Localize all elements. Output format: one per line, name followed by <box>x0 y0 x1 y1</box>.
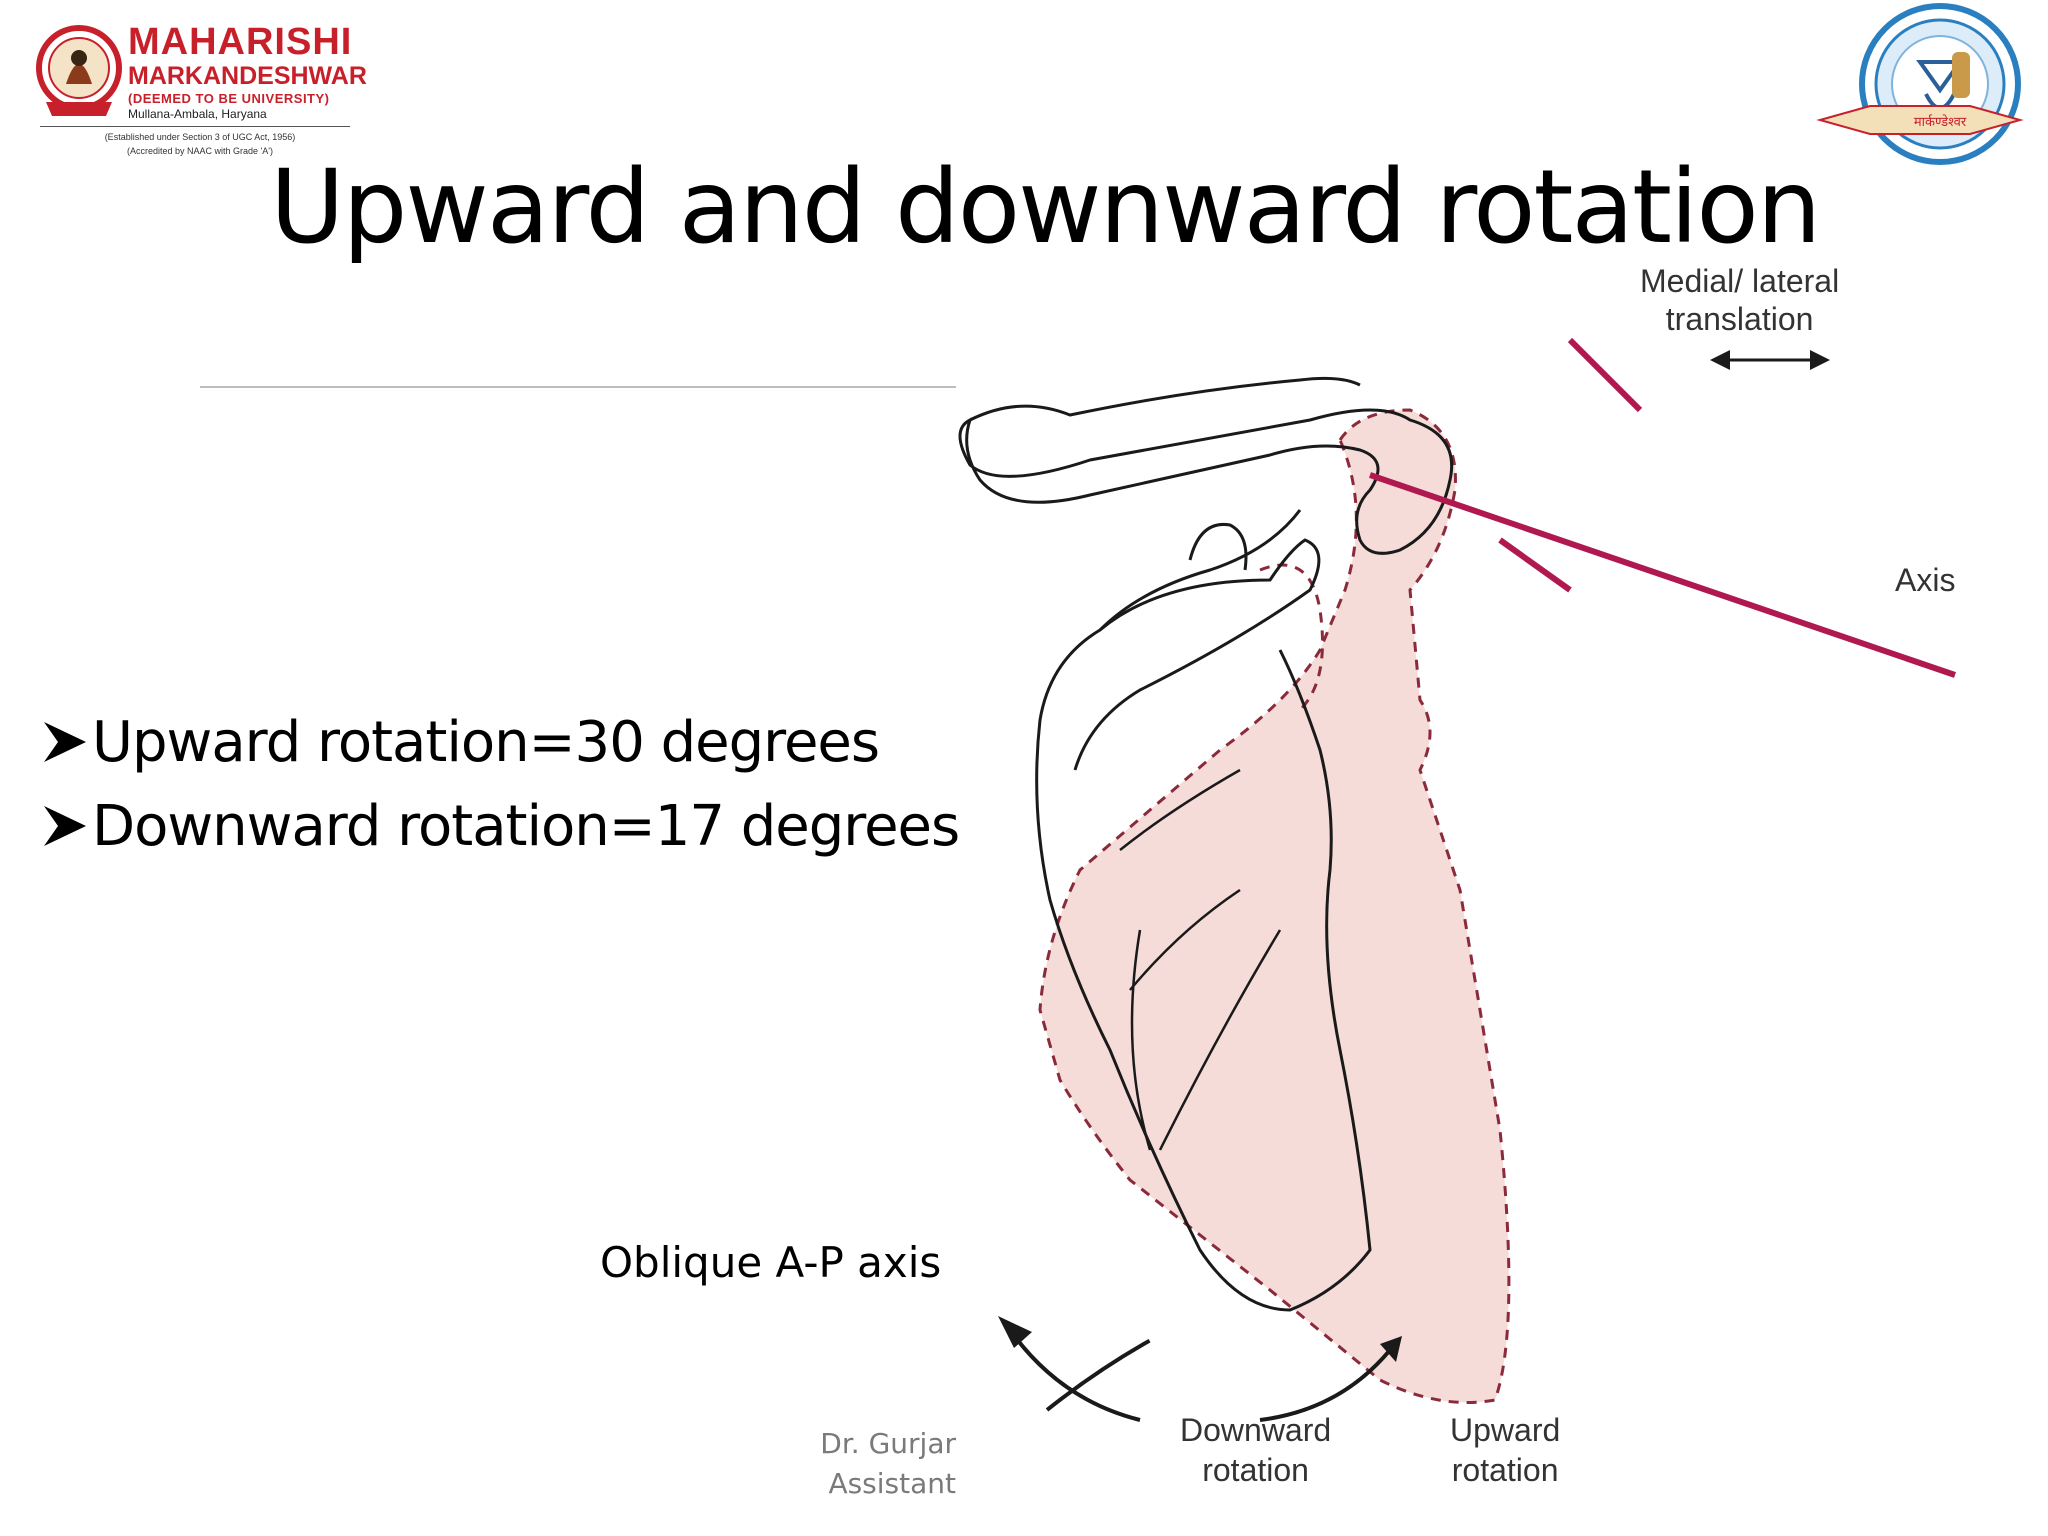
inner-fossa-line-3 <box>1158 929 1282 1151</box>
axis-line-upper <box>1567 337 1643 413</box>
rotation-axis-line <box>1498 537 1572 593</box>
university-logo: MAHARISHI MARKANDESHWAR (DEEMED TO BE UN… <box>30 18 367 178</box>
upward-rotated-scapula-shape <box>1040 410 1509 1403</box>
glenoid-outline <box>1188 522 1248 571</box>
upward-rotation-arrow-icon <box>1259 1336 1402 1422</box>
axis-caption: Oblique A-P axis <box>600 1238 942 1287</box>
bullet-item: Downward rotation=17 degrees <box>40 784 970 868</box>
scapula-illustration <box>958 337 1956 1422</box>
bullet-list: Upward rotation=30 degrees Downward rota… <box>40 700 970 868</box>
dashed-process-outline <box>1259 563 1324 712</box>
footer-author: Dr. Gurjar <box>820 1427 956 1460</box>
logo-divider <box>40 126 350 127</box>
axis-line <box>1369 472 1956 678</box>
downward-rotation-arrow-icon <box>998 1316 1151 1422</box>
axis-label: Axis <box>1895 562 1956 598</box>
author-footer: Dr. Gurjar Assistant <box>780 1424 956 1504</box>
downward-label-line2: rotation <box>1202 1452 1309 1488</box>
university-seal-icon <box>36 25 122 116</box>
clavicle-outline <box>958 408 1454 555</box>
title-underline <box>200 386 956 388</box>
translation-label-line1: Medial/ lateral <box>1640 263 1840 299</box>
upward-label-line2: rotation <box>1451 1452 1559 1488</box>
accredited-text: (Accredited by NAAC with Grade 'A') <box>127 146 273 156</box>
bullet-item: Upward rotation=30 degrees <box>40 700 970 784</box>
downward-label-line1: Downward <box>1180 1412 1332 1448</box>
arrow-bullet-icon <box>44 722 86 762</box>
upward-rotation-label: Upward rotation <box>1450 1410 1560 1490</box>
university-location: Mullana-Ambala, Haryana <box>128 107 267 121</box>
inner-fossa-line <box>1119 768 1241 851</box>
scapula-spine-outline <box>1073 538 1321 771</box>
footer-title: Assistant <box>828 1467 956 1500</box>
inner-fossa-line-4 <box>1130 929 1152 1151</box>
university-name: MAHARISHI MARKANDESHWAR (DEEMED TO BE UN… <box>128 21 367 122</box>
page-title: Upward and downward rotation <box>270 148 1821 267</box>
scapula-rotation-diagram: Medial/ lateral translation Axis Downwar… <box>940 250 2040 1520</box>
emblem-banner-text: मार्कण्डेश्वर <box>1914 114 1967 130</box>
upward-label-line1: Upward <box>1450 1412 1561 1448</box>
translation-label: Medial/ lateral translation <box>1640 262 1839 338</box>
university-name-line1: MAHARISHI <box>128 21 353 63</box>
rotation-axis-line-main <box>1380 470 1955 670</box>
bullet-text: Upward rotation=30 degrees <box>92 709 880 775</box>
university-name-line2: MARKANDESHWAR <box>128 62 367 90</box>
university-name-line3: (DEEMED TO BE UNIVERSITY) <box>128 91 330 106</box>
university-establishment: (Established under Section 3 of UGC Act,… <box>40 130 360 158</box>
established-text: (Established under Section 3 of UGC Act,… <box>104 132 296 142</box>
clavicle-top-outline <box>969 376 1361 422</box>
inner-fossa-line-2 <box>1129 888 1241 991</box>
translation-arrow-icon <box>1710 350 1830 370</box>
arrow-bullet-icon <box>44 806 86 846</box>
scapula-outline <box>1035 509 1372 1312</box>
bullet-text: Downward rotation=17 degrees <box>92 793 960 859</box>
institution-emblem-icon: मार्कण्डेश्वर <box>1816 3 2024 165</box>
translation-label-line2: translation <box>1665 301 1814 337</box>
downward-rotation-label: Downward rotation <box>1180 1410 1331 1490</box>
